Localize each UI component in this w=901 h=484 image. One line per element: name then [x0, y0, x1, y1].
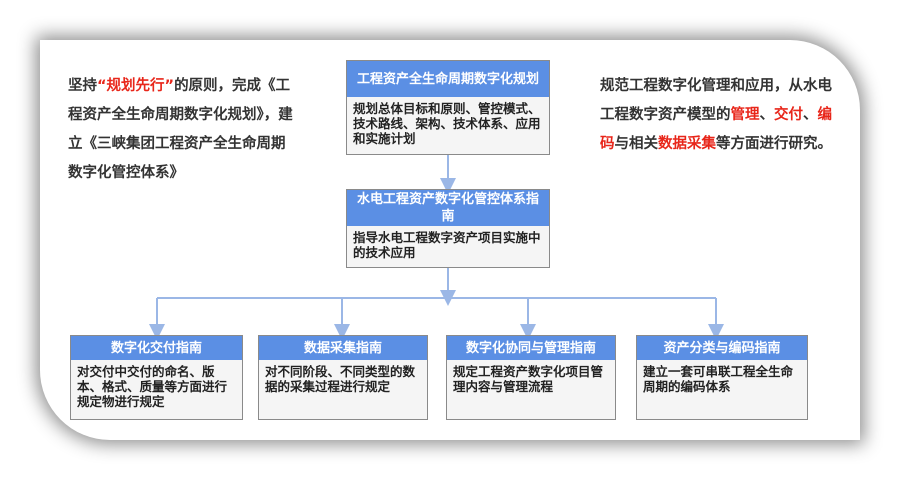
node-body: 对交付中交付的命名、版本、格式、质量等方面进行规定物进行规定: [77, 364, 228, 409]
right-highlight-code: 编码: [600, 107, 832, 152]
left-rest: 的原则，完成《工程资产全生命周期数字化规划》，建立《三峡集团工程资产全生命周期数…: [68, 78, 293, 181]
node-body: 规定工程资产数字化项目管理内容与管理流程: [453, 364, 604, 394]
right-highlight-data: 数据采集: [658, 136, 716, 152]
node-collaboration-guide: 数字化协同与管理指南 规定工程资产数字化项目管理内容与管理流程: [446, 335, 616, 420]
right-part-1: 规范工程数字化管理和应用，从水电工程数字资产模型的: [600, 78, 832, 123]
node-title: 工程资产全生命周期数字化规划: [347, 61, 549, 97]
node-body: 指导水电工程数字资产项目实施中的技术应用: [353, 230, 541, 260]
node-title: 水电工程资产数字化管控体系指南: [347, 190, 549, 226]
right-sep-1: 、: [759, 107, 775, 123]
node-data-collection-guide: 数据采集指南 对不同阶段、不同类型的数据的采集过程进行规定: [258, 335, 428, 420]
right-part-2: 与相关: [614, 136, 659, 152]
node-title: 数字化协同与管理指南: [447, 336, 615, 360]
node-title: 数据采集指南: [259, 336, 427, 360]
right-highlight-manage: 管理: [730, 107, 760, 123]
left-paragraph: 坚持“规划先行”的原则，完成《工程资产全生命周期数字化规划》，建立《三峡集团工程…: [68, 72, 293, 188]
node-title: 资产分类与编码指南: [637, 336, 807, 360]
node-classification-coding-guide: 资产分类与编码指南 建立一套可串联工程全生命周期的编码体系: [636, 335, 808, 420]
node-delivery-guide: 数字化交付指南 对交付中交付的命名、版本、格式、质量等方面进行规定物进行规定: [70, 335, 243, 420]
node-body: 规划总体目标和原则、管控模式、技术路线、架构、技术体系、应用和实施计划: [353, 101, 541, 146]
node-body: 对不同阶段、不同类型的数据的采集过程进行规定: [265, 364, 416, 394]
node-lifecycle-plan: 工程资产全生命周期数字化规划 规划总体目标和原则、管控模式、技术路线、架构、技术…: [346, 60, 550, 155]
right-highlight-deliver: 交付: [774, 107, 803, 123]
right-paragraph: 规范工程数字化管理和应用，从水电工程数字资产模型的管理、交付、编码与相关数据采集…: [600, 72, 835, 159]
right-part-3: 等方面进行研究。: [716, 136, 832, 152]
node-control-guide: 水电工程资产数字化管控体系指南 指导水电工程数字资产项目实施中的技术应用: [346, 189, 550, 268]
node-title: 数字化交付指南: [71, 336, 242, 360]
left-highlight: “规划先行”: [97, 78, 175, 94]
node-body: 建立一套可串联工程全生命周期的编码体系: [643, 364, 794, 394]
right-sep-2: 、: [803, 107, 818, 123]
left-prefix: 坚持: [68, 78, 97, 94]
